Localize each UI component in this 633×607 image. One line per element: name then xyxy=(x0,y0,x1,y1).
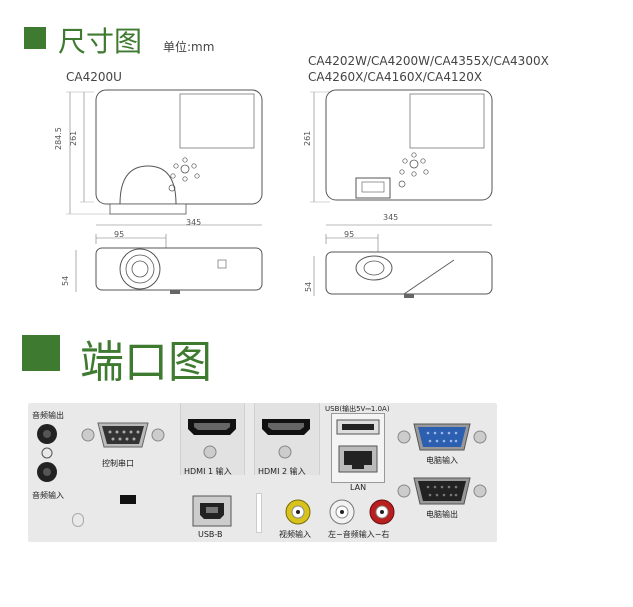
hdmi1-port-icon xyxy=(188,419,236,435)
kensington-icon xyxy=(72,513,84,527)
pc-out-label: 电脑输出 xyxy=(426,510,458,519)
audio-in-jack-icon xyxy=(37,462,57,482)
lan-port-icon xyxy=(338,445,378,473)
security-slot xyxy=(120,495,136,504)
dimensions-title: 尺寸图 xyxy=(58,25,143,58)
hdmi1-label: HDMI 1 输入 xyxy=(184,467,232,476)
section-marker-dimensions xyxy=(24,27,46,49)
hdmi2-label: HDMI 2 输入 xyxy=(258,467,306,476)
audio-in-label: 音频输入 xyxy=(32,491,64,500)
left-height-outer: 284.5 xyxy=(54,127,63,150)
left-depth: 54 xyxy=(61,275,70,286)
video-in-label: 视频输入 xyxy=(279,530,311,539)
left-width: 345 xyxy=(186,218,202,227)
hdmi1-screw-icon xyxy=(203,445,217,459)
hdmi1-recess xyxy=(180,403,245,475)
ports-title: 端口图 xyxy=(80,337,212,388)
left-projector-top-drawing xyxy=(66,89,263,226)
unit-label: 单位:mm xyxy=(163,40,215,54)
section-marker-ports xyxy=(22,335,60,371)
left-height-inner: 261 xyxy=(69,130,78,146)
audio-lr-label: 左−音频输入−右 xyxy=(328,530,390,539)
lan-label: LAN xyxy=(350,483,367,492)
ports-panel: 音频输出 音频输入 控制串口 HDMI 1 输入 HDMI 2 输入 xyxy=(28,403,497,542)
right-models-line1: CA4202W/CA4200W/CA4355X/CA4300X xyxy=(308,54,549,68)
usb-top-label: USB(输出5V⎓1.0A) xyxy=(325,405,390,413)
pc-in-vga-port-icon xyxy=(397,423,487,451)
pc-out-vga-port-icon xyxy=(397,477,487,505)
audio-symbol-icon xyxy=(41,447,53,459)
right-depth: 54 xyxy=(304,281,313,292)
audio-right-rca-icon xyxy=(369,499,395,525)
right-projector-top-drawing xyxy=(310,89,493,226)
usb-b-label: USB-B xyxy=(198,530,223,539)
panel-divider xyxy=(256,493,262,533)
right-width: 345 xyxy=(383,213,399,222)
serial-port-icon xyxy=(81,422,165,448)
left-projector-front-drawing xyxy=(75,234,263,294)
pc-in-label: 电脑输入 xyxy=(426,456,458,465)
usb-b-port-icon xyxy=(192,495,232,527)
video-in-rca-icon xyxy=(285,499,311,525)
left-model-label: CA4200U xyxy=(66,70,122,84)
right-models-line2: CA4260X/CA4160X/CA4120X xyxy=(308,70,483,84)
left-lens-offset: 95 xyxy=(114,230,125,239)
hdmi2-port-icon xyxy=(262,419,310,435)
right-projector-front-drawing xyxy=(313,234,493,298)
audio-left-rca-icon xyxy=(329,499,355,525)
serial-label: 控制串口 xyxy=(102,459,134,468)
hdmi2-recess xyxy=(254,403,320,475)
hdmi2-screw-icon xyxy=(278,445,292,459)
audio-out-jack-icon xyxy=(37,424,57,444)
right-height: 261 xyxy=(303,130,312,146)
audio-out-label: 音频输出 xyxy=(32,411,64,420)
right-lens-offset: 95 xyxy=(344,230,355,239)
usb-a-port-icon xyxy=(336,419,380,435)
